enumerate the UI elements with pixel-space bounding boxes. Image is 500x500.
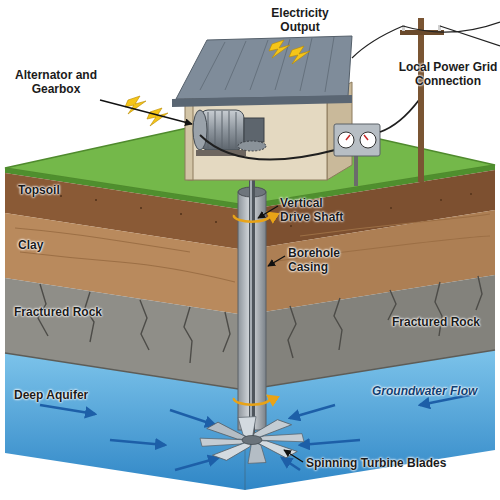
flow-arrow <box>290 405 335 418</box>
layer-label: Topsoil <box>18 183 108 197</box>
panel-post <box>354 152 358 186</box>
power-pole <box>418 18 424 182</box>
lightning-bolt <box>289 46 310 64</box>
leader-line <box>258 206 278 218</box>
layer-label: Clay <box>18 238 108 252</box>
alternator-end-cap <box>193 110 207 150</box>
component-label: Alternator and Gearbox <box>14 68 98 96</box>
layer-label: Fractured Rock <box>14 305 124 319</box>
shaft-highlight <box>250 142 252 440</box>
flow-label: Groundwater Flow <box>372 384 496 398</box>
turbine-blades <box>200 417 304 464</box>
flow-arrow <box>110 440 165 445</box>
shed-roof <box>176 36 352 99</box>
flow-arrow <box>300 440 360 445</box>
aquifer-layer <box>5 353 245 490</box>
gauge-needle <box>346 135 368 140</box>
roof-ribs <box>200 37 334 92</box>
layer-label: Deep Aquifer <box>14 388 124 402</box>
gearbox <box>244 118 264 142</box>
meter-panel <box>334 124 380 156</box>
leader-line <box>100 100 192 124</box>
part-label: Borehole Casing <box>288 246 352 274</box>
rotation-arrow <box>234 396 270 405</box>
alternator-fins <box>208 111 236 149</box>
grid-cable <box>380 100 419 132</box>
flow-arrow <box>170 410 215 425</box>
layer-label: Fractured Rock <box>392 315 497 329</box>
part-label: Vertical Drive Shaft <box>280 196 354 224</box>
roof-edge <box>172 95 352 107</box>
power-cable <box>200 135 335 160</box>
flow-arrow <box>282 458 300 470</box>
flow-arrow <box>40 405 95 414</box>
grid-label: Local Power Grid Connection <box>396 60 500 88</box>
leader-line <box>284 450 303 462</box>
part-label: Spinning Turbine Blades <box>306 456 476 470</box>
shed-post <box>185 97 193 180</box>
shed-interior <box>188 97 327 180</box>
aquifer-layer <box>245 350 495 490</box>
lightning-bolt <box>269 40 290 58</box>
turbine-hub <box>242 436 262 445</box>
output-label: Electricity Output <box>262 6 338 34</box>
power-lines <box>352 22 500 58</box>
bevel-gear <box>238 141 266 151</box>
flow-arrow <box>175 458 218 470</box>
drive-shaft <box>249 142 255 440</box>
leader-line <box>268 256 285 266</box>
